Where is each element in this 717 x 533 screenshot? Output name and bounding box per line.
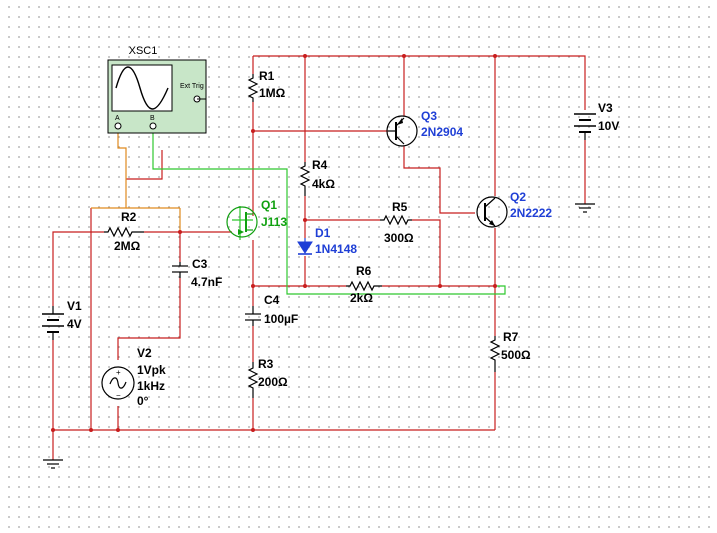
transistor-Q3[interactable]: Q3 2N2904 (386, 109, 463, 147)
source-V1[interactable]: V1 4V (42, 299, 82, 340)
R3-value: 200Ω (258, 375, 288, 389)
scope-ext-trig-label: Ext Trig (180, 83, 204, 90)
V3-ref: V3 (598, 101, 613, 115)
resistor-icon (299, 162, 311, 196)
scope-ref-label: XSC1 (129, 45, 158, 57)
Q2-value: 2N2222 (510, 206, 552, 220)
C3-ref: C3 (192, 257, 208, 271)
R5-value: 300Ω (384, 231, 414, 245)
V2-frequency: 1kHz (137, 379, 165, 393)
dc-source-icon (574, 113, 596, 140)
Q2-ref: Q2 (510, 190, 526, 204)
resistor-R7[interactable]: R7 500Ω (489, 330, 531, 372)
transistor-Q2[interactable]: Q2 2N2222 (476, 190, 552, 228)
source-V3[interactable]: V3 10V (574, 101, 619, 140)
capacitor-C4[interactable]: C4 100µF (245, 293, 298, 326)
V1-value: 4V (67, 317, 82, 331)
wires (52, 55, 586, 460)
V2-phase: 0° (137, 394, 149, 408)
ground-icon (575, 203, 595, 213)
svg-text:+: + (116, 368, 121, 377)
resistor-icon (247, 74, 259, 102)
capacitor-icon (245, 306, 261, 326)
R3-ref: R3 (258, 357, 274, 371)
dc-source-icon (42, 306, 64, 340)
resistor-icon (346, 280, 382, 292)
resistor-R3[interactable]: R3 200Ω (247, 357, 288, 398)
resistor-R5[interactable]: R5 300Ω (380, 200, 414, 245)
R4-ref: R4 (312, 158, 328, 172)
R6-value: 2kΩ (350, 291, 373, 305)
R5-ref: R5 (392, 200, 408, 214)
jfet-icon (226, 206, 258, 238)
resistor-icon (489, 336, 501, 372)
scope-channel-b-label: B (150, 115, 155, 122)
oscilloscope-icon[interactable]: XSC1 Ext Trig A B (107, 45, 207, 134)
capacitor-C3[interactable]: C3 4.7nF (172, 257, 222, 289)
npn-transistor-icon (476, 196, 508, 228)
V3-value: 10V (598, 119, 619, 133)
diode-D1[interactable]: D1 1N4148 (297, 226, 357, 256)
probe-wires (91, 133, 506, 295)
resistor-R1[interactable]: R1 1MΩ (247, 69, 286, 102)
C3-value: 4.7nF (191, 275, 222, 289)
resistor-icon (247, 362, 259, 398)
R7-value: 500Ω (501, 348, 531, 362)
junction-dots (51, 54, 497, 432)
D1-ref: D1 (315, 226, 331, 240)
resistor-R2[interactable]: R2 2MΩ (104, 210, 144, 253)
resistor-R4[interactable]: R4 4kΩ (299, 158, 335, 196)
ac-source-icon: + − (101, 366, 135, 400)
R1-ref: R1 (259, 69, 275, 83)
resistor-icon (380, 214, 412, 226)
Q1-ref: Q1 (261, 198, 277, 212)
V2-amplitude: 1Vpk (137, 363, 166, 377)
svg-text:−: − (116, 391, 121, 400)
D1-value: 1N4148 (315, 242, 357, 256)
diode-icon (297, 238, 313, 255)
R2-ref: R2 (121, 210, 137, 224)
resistor-R6[interactable]: R6 2kΩ (346, 264, 382, 305)
R7-ref: R7 (503, 330, 519, 344)
Q1-value: J113 (261, 215, 287, 229)
Q3-value: 2N2904 (421, 125, 463, 139)
R2-value: 2MΩ (114, 239, 141, 253)
capacitor-icon (172, 262, 188, 278)
resistor-icon (104, 226, 144, 238)
C4-ref: C4 (264, 293, 280, 307)
Q3-ref: Q3 (421, 109, 437, 123)
V2-ref: V2 (137, 346, 152, 360)
pnp-transistor-icon (386, 115, 418, 147)
ground-icon (43, 459, 63, 469)
V1-ref: V1 (67, 299, 82, 313)
C4-value: 100µF (264, 312, 298, 326)
R1-value: 1MΩ (259, 86, 286, 100)
source-V2[interactable]: + − V2 1Vpk 1kHz 0° (101, 346, 166, 408)
R4-value: 4kΩ (312, 177, 335, 191)
scope-channel-a-label: A (115, 115, 120, 122)
transistor-Q1[interactable]: Q1 J113 (226, 198, 287, 238)
R6-ref: R6 (356, 264, 372, 278)
